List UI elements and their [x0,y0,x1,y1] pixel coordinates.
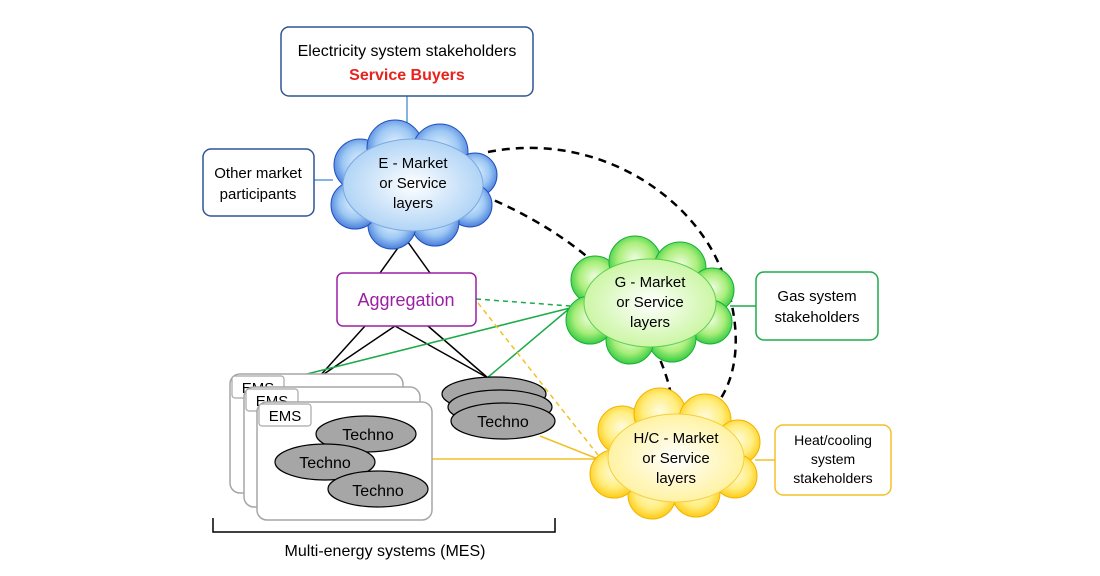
connections [294,96,775,461]
hc-market-line3: layers [656,470,696,487]
techno-stack-label: Techno [477,414,529,431]
aggregation-label: Aggregation [357,290,454,310]
aggregation-techno-link-2 [427,325,489,379]
aggregation-box: Aggregation [336,272,477,327]
heat-stakeholders-box: Heat/cooling system stakeholders [774,424,892,496]
aggregation-techno-link [394,325,489,379]
techno-ellipse-2 [274,443,376,481]
e-market-line3: layers [393,195,433,212]
ems-label-front: EMS [269,408,302,425]
g-market-techno-link [486,307,571,379]
gas-stakeholders-line1: Gas system [777,288,856,305]
mes-bracket [212,518,556,533]
ems-panel-front: EMS Techno Techno Techno [256,401,433,521]
other-participants-line1: Other market [214,165,302,182]
gas-stakeholders-box: Gas system stakeholders [755,271,879,341]
techno-label-2: Techno [299,455,351,472]
electricity-stakeholders-box: Electricity system stakeholders Service … [280,26,534,97]
techno-ellipse-3 [327,470,429,508]
g-market-cloud: G - Market or Service layers [565,235,735,365]
other-participants-box: Other market participants [202,148,315,217]
e-market-line2: or Service [379,175,447,192]
gas-stakeholders-line2: stakeholders [774,309,859,326]
heat-stakeholders-line1: Heat/cooling [794,432,872,448]
e-g-market-dashed-link [481,193,601,269]
g-market-line2: or Service [616,294,684,311]
electricity-stakeholders-label: Electricity system stakeholders [298,43,517,60]
e-hc-market-dashed-arc [487,146,737,411]
heat-stakeholders-line3: stakeholders [793,470,872,486]
techno-label-3: Techno [352,483,404,500]
g-market-aggregation-dashed-link [475,298,571,307]
mes-caption: Multi-energy systems (MES) [285,543,486,560]
hc-market-techno-link [539,435,599,460]
other-participants-line2: participants [220,186,297,203]
heat-stakeholders-line2: system [811,451,855,467]
g-market-line3: layers [630,314,670,331]
hc-market-line2: or Service [642,450,710,467]
techno-stack: Techno [441,376,556,440]
e-market-cloud: E - Market or Service layers [330,119,498,250]
techno-stack-front [450,402,556,440]
hc-market-cloud: H/C - Market or Service layers [589,387,761,520]
techno-label-1: Techno [342,427,394,444]
hc-market-line1: H/C - Market [633,430,719,447]
g-market-line1: G - Market [615,274,687,291]
aggregation-ems-link-2 [317,325,396,379]
service-buyers-label: Service Buyers [349,67,465,84]
e-market-line1: E - Market [378,155,448,172]
g-market-ems-link [294,307,571,378]
mes-stack: EMS EMS EMS Techno Techno Techno [229,373,433,521]
e-market-aggregation-link-right [404,237,431,274]
